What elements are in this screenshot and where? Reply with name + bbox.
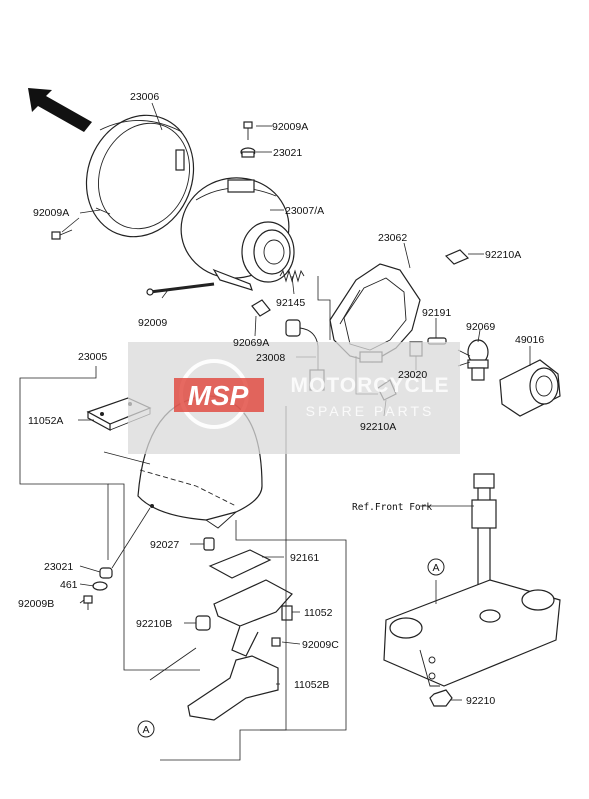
clip-92210a-top: [444, 249, 470, 265]
screw-92009: [146, 282, 215, 296]
label-11052a: 11052A: [28, 415, 63, 427]
label-11052: 11052: [304, 607, 333, 619]
label-23006: 23006: [130, 91, 159, 103]
bracket-11052b: [187, 655, 279, 721]
watermark-logo: MSP: [188, 380, 249, 411]
part-labels: 23006 92009A 23021 23007/A 92009A 23062 …: [18, 91, 544, 707]
boot-49016: [499, 359, 561, 417]
label-461: 461: [60, 579, 78, 591]
leader-lines: [61, 102, 531, 701]
group-frames: [19, 276, 437, 761]
label-49016: 49016: [515, 334, 544, 346]
bulb-92069: [457, 339, 489, 381]
label-92161: 92161: [290, 552, 319, 564]
grommet-23021-top: [240, 147, 256, 158]
label-23020: 23020: [398, 369, 427, 381]
label-23062: 23062: [378, 232, 407, 244]
label-11052b: 11052B: [294, 679, 329, 691]
label-23007a: 23007/A: [285, 205, 324, 217]
label-92210a-top: 92210A: [485, 249, 521, 261]
label-92009a-top: 92009A: [272, 121, 308, 133]
label-23005: 23005: [78, 351, 107, 363]
grommet-23021-bottom: [99, 567, 113, 579]
screw-92009a-left: [51, 229, 73, 240]
bracket-11052: [213, 579, 293, 657]
label-23008: 23008: [256, 352, 285, 364]
damper-92161: [208, 549, 272, 579]
svg-text:A: A: [432, 562, 439, 574]
label-23021-top: 23021: [273, 147, 302, 159]
label-92210b: 92210B: [136, 618, 172, 630]
label-92009a-left: 92009A: [33, 207, 69, 219]
collar-92027: [203, 537, 215, 551]
label-92145: 92145: [276, 297, 305, 309]
label-ref-front-fork: Ref.Front Fork: [352, 502, 432, 513]
grommet-92210b: [195, 615, 211, 631]
headlight-housing-23007a: [180, 177, 295, 291]
screw-92009a-top: [243, 121, 253, 140]
washer-461: [92, 581, 108, 591]
label-23021-bottom: 23021: [44, 561, 73, 573]
label-92069a: 92069A: [233, 337, 269, 349]
label-92069: 92069: [466, 321, 495, 333]
front-direction-arrow: [28, 88, 92, 132]
spring-92145: [279, 269, 305, 283]
clip-92069a: [251, 299, 271, 317]
callout-a-bottom: A: [137, 720, 155, 738]
watermark-line1: MOTORCYCLE: [291, 374, 450, 397]
label-92009c: 92009C: [302, 639, 339, 651]
label-92009: 92009: [138, 317, 167, 329]
label-92027: 92027: [150, 539, 179, 551]
nut-92210: [429, 689, 453, 707]
watermark-line2: SPARE PARTS: [306, 403, 435, 419]
watermark: MSP MOTORCYCLE SPARE PARTS: [128, 342, 460, 454]
label-92191: 92191: [422, 307, 451, 319]
callout-a-right: A: [427, 558, 445, 576]
watermark-logo-box: [174, 378, 264, 412]
svg-text:A: A: [142, 724, 149, 736]
screw-92009c: [271, 637, 281, 647]
front-fork-stem: [383, 473, 561, 687]
label-92210a-bottom: 92210A: [360, 421, 396, 433]
label-92210: 92210: [466, 695, 495, 707]
headlight-rim-23006: [85, 114, 195, 238]
screw-92009b: [83, 595, 93, 610]
label-92009b: 92009B: [18, 598, 54, 610]
